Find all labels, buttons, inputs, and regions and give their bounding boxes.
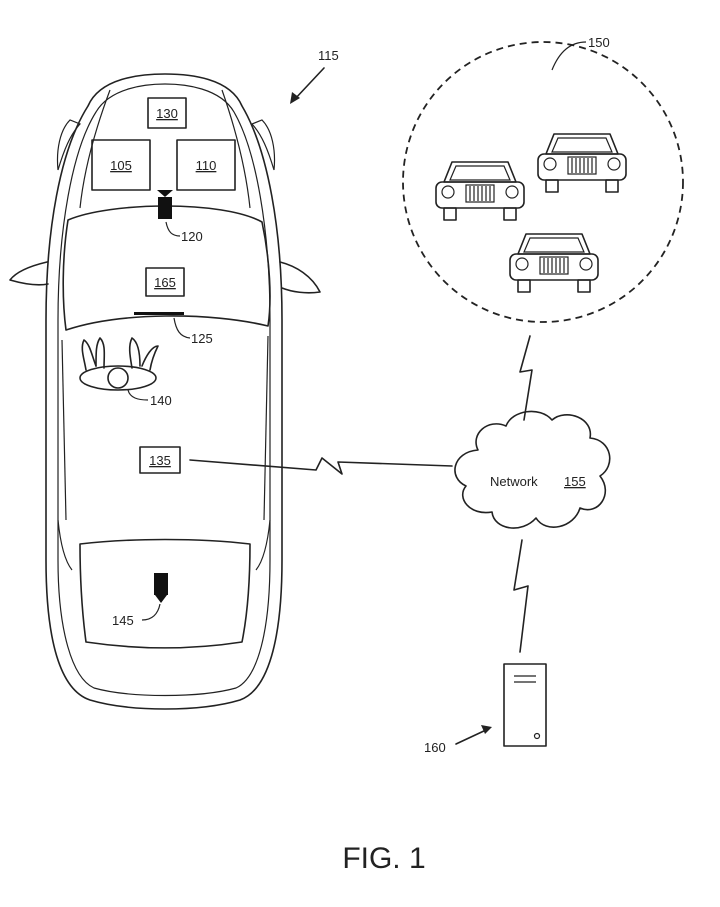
component-105-label: 105	[110, 158, 132, 173]
display-165-box: 165	[145, 267, 185, 297]
other-vehicle-3	[509, 233, 599, 293]
component-130-box: 130	[147, 97, 187, 129]
vehicle-115-label: 115	[318, 48, 339, 63]
display-165-label: 165	[154, 275, 176, 290]
occupant-140-label: 140	[150, 393, 172, 408]
other-vehicles-group: 150	[402, 35, 684, 323]
vehicle-115-callout: 115	[290, 48, 339, 104]
front-camera-icon: 120	[157, 190, 203, 244]
component-130-label: 130	[156, 106, 178, 121]
network-text: Network	[490, 474, 538, 489]
server-icon	[503, 663, 547, 747]
component-105-box: 105	[91, 139, 151, 191]
wireless-link-network-server	[513, 539, 529, 653]
other-vehicle-2	[537, 133, 627, 193]
figure-caption: FIG. 1	[342, 842, 425, 875]
network-cloud: Network 155	[454, 410, 611, 529]
server-160-callout: 160	[424, 725, 492, 755]
sensor-125: 125	[134, 312, 213, 346]
wireless-link-network-vehicles	[519, 335, 533, 421]
comm-module-135-box: 135	[139, 446, 181, 474]
server-160-label: 160	[424, 740, 446, 755]
network-155-label: 155	[564, 474, 586, 489]
occupant-icon: 140	[79, 337, 172, 408]
other-vehicles-150-label: 150	[588, 35, 610, 50]
comm-module-135-label: 135	[149, 453, 171, 468]
camera-120-label: 120	[181, 229, 203, 244]
camera-145-label: 145	[112, 613, 134, 628]
sensor-125-label: 125	[191, 331, 213, 346]
component-110-box: 110	[176, 139, 236, 191]
rear-camera-icon: 145	[112, 573, 168, 628]
component-110-label: 110	[196, 158, 217, 173]
wireless-link-vehicle-network	[189, 457, 453, 475]
other-vehicle-1	[435, 161, 525, 221]
vehicle-top-view	[9, 73, 321, 710]
